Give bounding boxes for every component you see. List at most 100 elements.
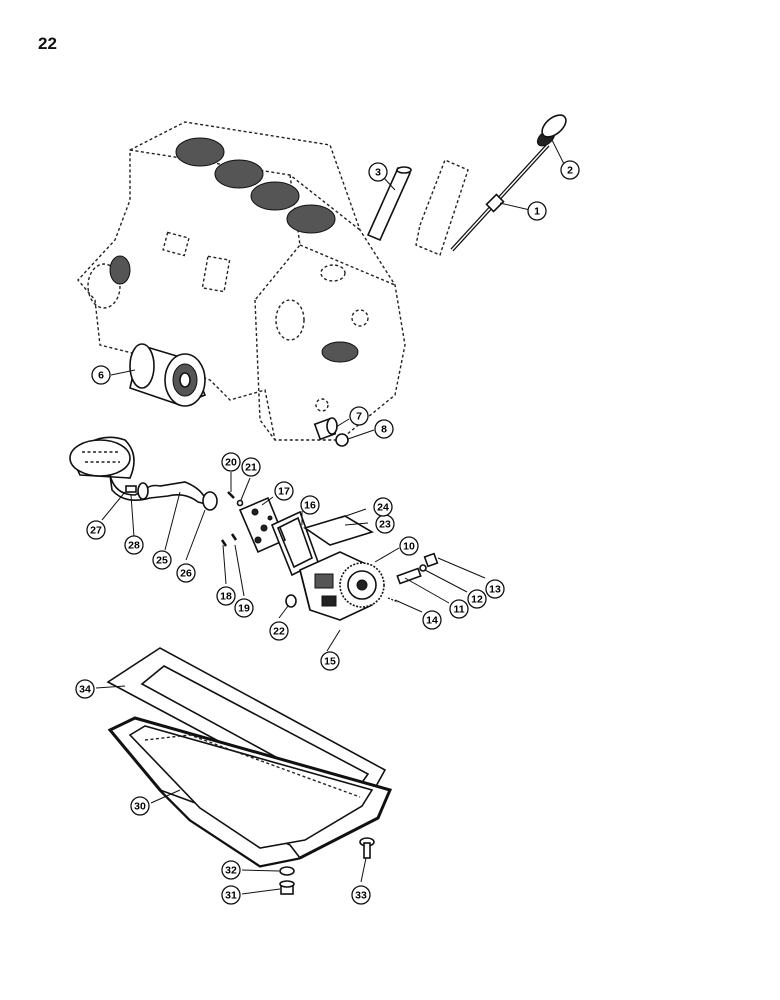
callout-label: 27 (90, 525, 102, 537)
callout-label: 28 (128, 540, 140, 552)
callout-circle (274, 481, 294, 501)
callout-circle (422, 610, 442, 630)
callout-label: 18 (220, 591, 232, 603)
o-ring (285, 594, 297, 608)
callout-28: 28 (124, 535, 144, 555)
callout-27: 27 (86, 520, 106, 540)
callout-label: 7 (356, 411, 362, 423)
dipstick-tube (366, 166, 412, 242)
callout-label: 30 (134, 801, 146, 813)
callout-circle (130, 796, 150, 816)
pan-cap-screw (359, 837, 375, 859)
callout-circle (221, 860, 241, 880)
callout-33: 33 (351, 885, 371, 905)
leader-lines (95, 139, 565, 895)
callout-circle (351, 885, 371, 905)
callout-circle (176, 563, 196, 583)
callout-circle (269, 621, 289, 641)
callout-11: 11 (449, 599, 469, 619)
dipstick (450, 114, 567, 252)
callout-circle (86, 520, 106, 540)
callout-20: 20 (221, 452, 241, 472)
oil-filter (129, 343, 207, 407)
callout-label: 19 (238, 603, 250, 615)
callout-label: 8 (381, 424, 387, 436)
hidden-tube-outline (415, 159, 469, 256)
oil-pickup-tube (109, 474, 217, 506)
callout-label: 15 (324, 656, 336, 668)
callout-8: 8 (374, 419, 394, 439)
callout-circle (368, 162, 388, 182)
callout-label: 10 (403, 541, 415, 553)
engine-block (77, 121, 406, 441)
callout-label: 2 (567, 165, 573, 177)
small-fasteners (220, 491, 244, 547)
oil-pan (107, 716, 393, 868)
callout-label: 32 (225, 865, 237, 877)
oil-pump-gear (339, 562, 385, 608)
page-number: 22 (38, 34, 57, 53)
callout-26: 26 (176, 563, 196, 583)
callout-circle (152, 550, 172, 570)
callout-1: 1 (527, 201, 547, 221)
callout-10: 10 (399, 536, 419, 556)
callout-6: 6 (91, 365, 111, 385)
callout-label: 22 (273, 626, 285, 638)
callout-30: 30 (130, 796, 150, 816)
callout-label: 17 (278, 486, 290, 498)
callout-circle (374, 419, 394, 439)
callout-3: 3 (368, 162, 388, 182)
callout-circle (124, 535, 144, 555)
pickup-flange (202, 491, 218, 511)
callout-label: 12 (471, 594, 483, 606)
callout-circle (467, 589, 487, 609)
callout-24: 24 (373, 497, 393, 517)
callout-label: 26 (180, 568, 192, 580)
callout-label: 33 (355, 890, 367, 902)
callout-23: 23 (375, 514, 395, 534)
callout-32: 32 (221, 860, 241, 880)
callout-12: 12 (467, 589, 487, 609)
callout-label: 21 (245, 462, 257, 474)
pickup-clip (125, 485, 137, 493)
callout-label: 13 (489, 584, 501, 596)
callout-circle (221, 452, 241, 472)
callout-14: 14 (422, 610, 442, 630)
callout-label: 34 (79, 684, 91, 696)
callout-16: 16 (300, 495, 320, 515)
callout-circle (349, 406, 369, 426)
callout-circle (320, 651, 340, 671)
callout-18: 18 (216, 586, 236, 606)
pickup-gasket (137, 482, 149, 500)
callout-label: 31 (225, 890, 237, 902)
callout-label: 16 (304, 500, 316, 512)
callout-circle (221, 885, 241, 905)
callout-label: 3 (375, 167, 381, 179)
callout-circle (527, 201, 547, 221)
callout-7: 7 (349, 406, 369, 426)
callout-label: 14 (426, 615, 438, 627)
callout-circle (300, 495, 320, 515)
callout-circle (399, 536, 419, 556)
callout-label: 20 (225, 457, 237, 469)
callout-circle (216, 586, 236, 606)
callout-19: 19 (234, 598, 254, 618)
callout-17: 17 (274, 481, 294, 501)
callout-circle (75, 679, 95, 699)
callout-15: 15 (320, 651, 340, 671)
callout-circle (241, 457, 261, 477)
callout-circle (373, 497, 393, 517)
callout-circle (560, 160, 580, 180)
callout-label: 25 (156, 555, 168, 567)
pan-drain-plug (279, 866, 295, 895)
callout-34: 34 (75, 679, 95, 699)
callout-circle (234, 598, 254, 618)
callout-circle (91, 365, 111, 385)
callout-21: 21 (241, 457, 261, 477)
callout-circle (485, 579, 505, 599)
callout-label: 6 (98, 370, 104, 382)
pump-flange-gasket (303, 515, 374, 546)
relief-valve-parts (387, 552, 439, 603)
callout-label: 11 (453, 604, 464, 616)
